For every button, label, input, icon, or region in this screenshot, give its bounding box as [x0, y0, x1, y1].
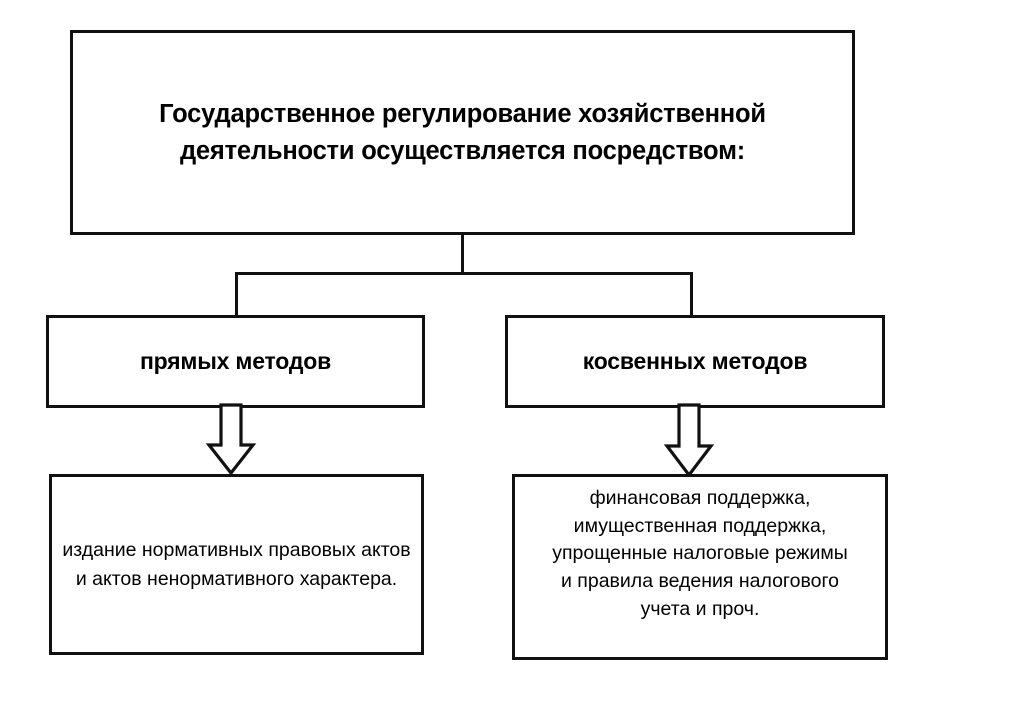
branch-box-direct-methods: прямых методов	[46, 315, 425, 408]
detail-text-indirect-methods: финансовая поддержка, имущественная подд…	[552, 487, 848, 620]
detail-box-direct-methods: издание нормативных правовых актов и акт…	[49, 474, 424, 655]
detail-box-indirect-methods: финансовая поддержка, имущественная подд…	[512, 474, 888, 660]
down-block-arrow-icon-left	[205, 403, 257, 476]
root-box-label: Государственное регулирование хозяйствен…	[159, 100, 766, 165]
detail-text-direct-methods: издание нормативных правовых актов и акт…	[62, 539, 411, 590]
branch-label-direct-methods: прямых методов	[139, 348, 332, 375]
connector-drop-right	[690, 272, 693, 317]
down-block-arrow-icon-right	[663, 403, 715, 478]
branch-box-indirect-methods: косвенных методов	[505, 315, 885, 408]
connector-stem-vertical	[461, 235, 464, 275]
root-box: Государственное регулирование хозяйствен…	[70, 30, 855, 235]
connector-horizontal-bar	[235, 272, 693, 275]
connector-drop-left	[235, 272, 238, 317]
branch-label-indirect-methods: косвенных методов	[582, 348, 808, 375]
